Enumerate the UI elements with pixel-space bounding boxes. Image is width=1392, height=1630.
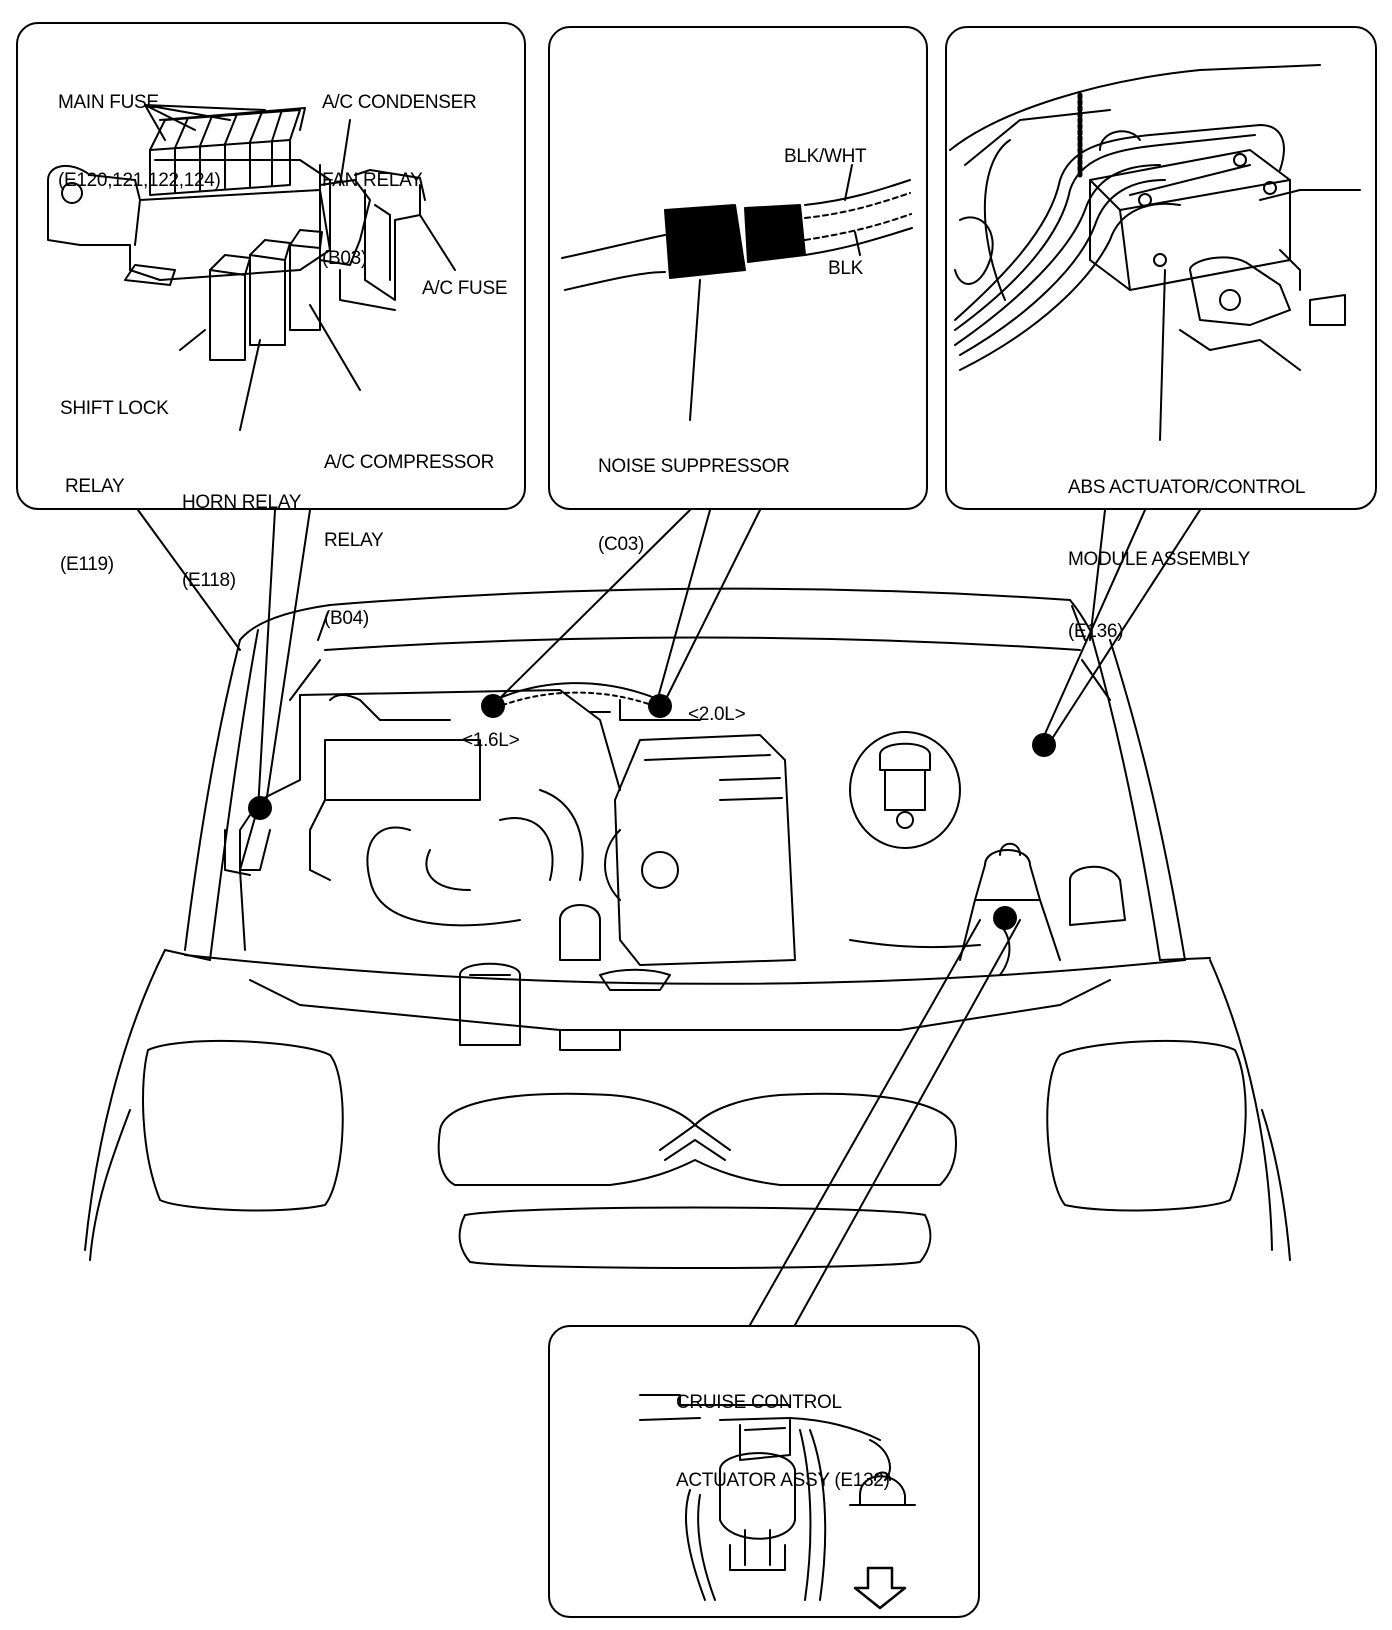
main-fuse-codes: (E120,121,122,124) — [58, 170, 221, 191]
cruise-control-drawing — [639, 1394, 916, 1610]
condenser-line-1: A/C CONDENSER — [322, 92, 477, 113]
noise-line-2: (C03) — [598, 534, 645, 555]
abs-line-2: MODULE ASSEMBLY — [1068, 549, 1251, 570]
shift-line-1: SHIFT LOCK — [60, 398, 169, 419]
engine-20-label: <2.0L> — [688, 704, 746, 725]
callout-lines — [137, 509, 1201, 1326]
blk-label: BLK — [828, 258, 864, 279]
abs-drawing — [949, 64, 1361, 441]
fuse-box-dot — [248, 796, 272, 820]
fuse-box-panel — [16, 22, 526, 510]
noise-suppressor-drawing — [561, 164, 913, 421]
condenser-fan-relay-label: A/C CONDENSER FAN RELAY (B03) — [322, 38, 477, 324]
noise-suppressor-dot-16 — [481, 694, 505, 718]
compressor-line-1: A/C COMPRESSOR — [324, 452, 494, 473]
abs-dot — [1032, 733, 1056, 757]
cruise-control-dot — [993, 906, 1017, 930]
noise-line-1: NOISE SUPPRESSOR — [598, 456, 790, 477]
abs-panel — [945, 26, 1377, 510]
condenser-line-3: (B03) — [322, 248, 367, 269]
cruise-line-1: CRUISE CONTROL — [676, 1392, 842, 1413]
shift-line-2: RELAY — [60, 476, 125, 497]
horn-line-1: HORN RELAY — [182, 492, 302, 513]
location-dots — [248, 694, 1056, 930]
fuse-box-drawing — [47, 104, 456, 431]
noise-suppressor-dot-20 — [648, 694, 672, 718]
abs-label: ABS ACTUATOR/CONTROL MODULE ASSEMBLY (E1… — [1068, 428, 1305, 692]
abs-line-1: ABS ACTUATOR/CONTROL — [1068, 477, 1306, 498]
engine-16-label: <1.6L> — [462, 730, 520, 751]
shift-line-3: (E119) — [60, 554, 114, 575]
shift-lock-relay-label: SHIFT LOCK RELAY (E119) — [60, 344, 169, 630]
ac-compressor-relay-label: A/C COMPRESSOR RELAY (B04) — [324, 398, 494, 684]
main-fuse-title: MAIN FUSE — [58, 92, 159, 113]
main-fuse-label: MAIN FUSE (E120,121,122,124) — [58, 38, 221, 246]
vehicle-body-drawing — [84, 587, 1291, 1269]
noise-suppressor-label: NOISE SUPPRESSOR (C03) — [598, 402, 790, 610]
blk-wht-label: BLK/WHT — [784, 146, 867, 167]
cruise-control-label: CRUISE CONTROL ACTUATOR ASSY (E132) — [676, 1338, 890, 1546]
condenser-line-2: FAN RELAY — [322, 170, 423, 191]
horn-line-2: (E118) — [182, 570, 236, 591]
ac-fuse-label: A/C FUSE — [422, 278, 508, 299]
compressor-line-2: RELAY — [324, 530, 384, 551]
abs-line-3: (E136) — [1068, 621, 1124, 642]
compressor-line-3: (B04) — [324, 608, 369, 629]
horn-relay-label: HORN RELAY (E118) — [182, 438, 301, 646]
cruise-line-2: ACTUATOR ASSY (E132) — [676, 1470, 890, 1491]
